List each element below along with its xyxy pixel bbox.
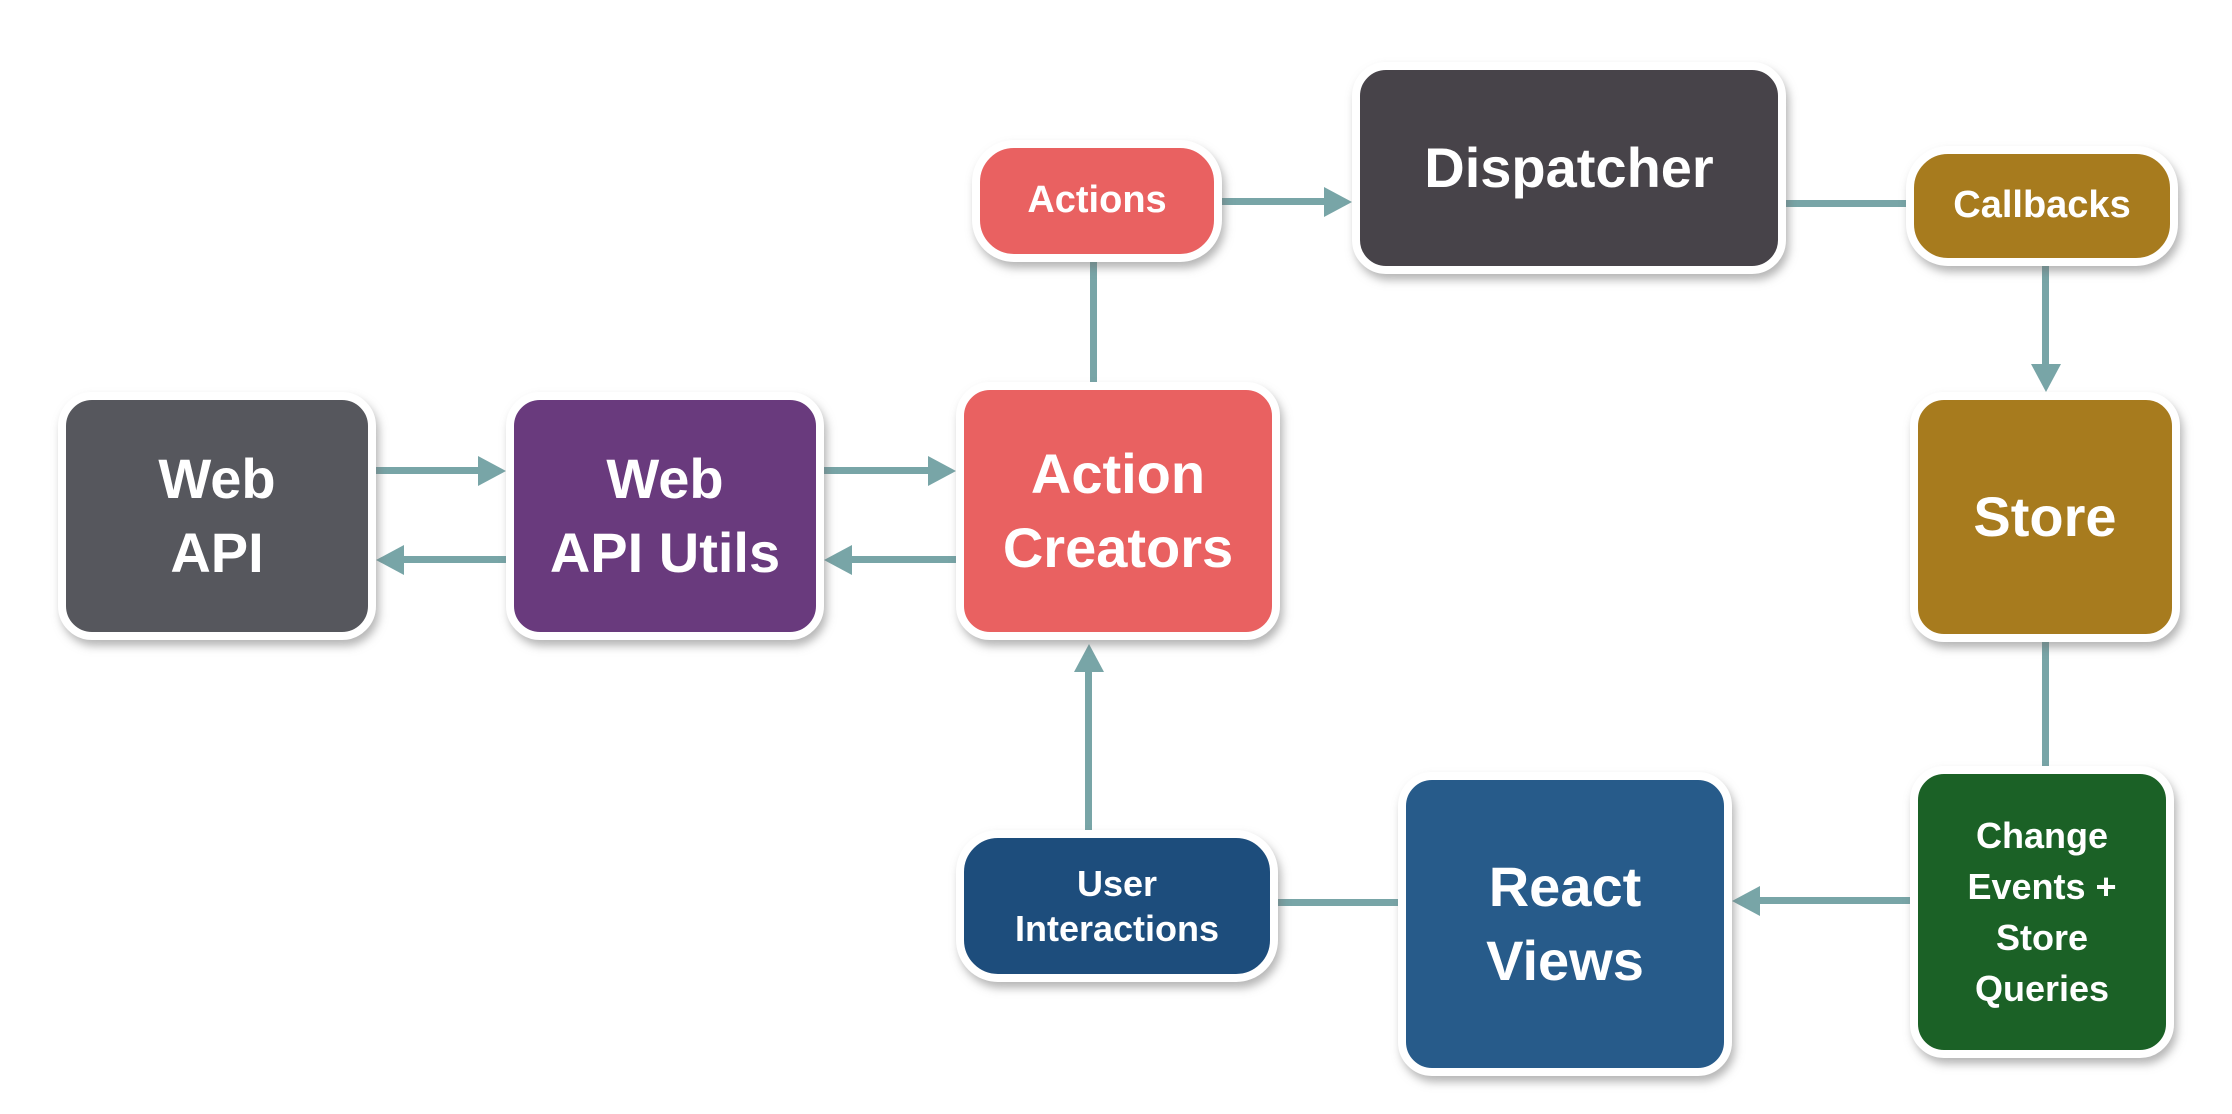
node-user-interactions: User Interactions <box>956 830 1278 982</box>
node-user-interactions-label: User Interactions <box>1014 863 1220 949</box>
node-web-api-utils-label: Web API Utils <box>549 447 781 584</box>
node-change-events: Change Events + Store Queries <box>1910 766 2174 1058</box>
node-actions-label: Actions <box>1027 179 1167 222</box>
edge-changeevents-to-reactviews-arrowhead-icon <box>1732 886 1760 916</box>
node-action-creators-label: Action Creators <box>1002 442 1234 579</box>
node-callbacks: Callbacks <box>1906 146 2178 266</box>
node-dispatcher-label: Dispatcher <box>1424 136 1714 200</box>
edge-utils-to-webapi-line <box>404 556 506 563</box>
edge-webapi-to-utils-arrowhead-icon <box>478 456 506 486</box>
node-web-api: Web API <box>58 392 376 640</box>
node-action-creators: Action Creators <box>956 382 1280 640</box>
edge-dispatcher-to-callbacks-line <box>1786 200 1906 207</box>
edge-callbacks-to-store-arrowhead-icon <box>2031 364 2061 392</box>
edge-actions-to-dispatcher-line <box>1222 198 1324 205</box>
edge-creators-to-utils-line <box>852 556 956 563</box>
edge-store-to-changeevents-line <box>2042 642 2049 766</box>
node-react-views: React Views <box>1398 772 1732 1076</box>
node-react-views-label: React Views <box>1486 855 1644 992</box>
node-dispatcher: Dispatcher <box>1352 62 1786 274</box>
edge-creators-to-utils-arrowhead-icon <box>824 545 852 575</box>
edge-interactions-to-creators-line <box>1085 672 1092 830</box>
node-store: Store <box>1910 392 2180 642</box>
edge-creators-to-actions-line <box>1090 262 1097 382</box>
edge-reactviews-to-interactions-line <box>1278 899 1398 906</box>
edge-webapi-to-utils-line <box>376 467 480 474</box>
edge-utils-to-webapi-arrowhead-icon <box>376 545 404 575</box>
node-change-events-label: Change Events + Store Queries <box>1967 814 2117 1010</box>
node-web-api-label: Web API <box>158 447 276 584</box>
edge-actions-to-dispatcher-arrowhead-icon <box>1324 187 1352 217</box>
node-actions: Actions <box>972 140 1222 262</box>
edge-utils-to-creators-arrowhead-icon <box>928 456 956 486</box>
node-web-api-utils: Web API Utils <box>506 392 824 640</box>
edge-changeevents-to-reactviews-line <box>1760 897 1910 904</box>
edge-interactions-to-creators-arrowhead-icon <box>1074 644 1104 672</box>
node-callbacks-label: Callbacks <box>1953 184 2131 227</box>
node-store-label: Store <box>1973 485 2117 549</box>
edge-callbacks-to-store-line <box>2042 266 2049 366</box>
edge-utils-to-creators-line <box>824 467 928 474</box>
